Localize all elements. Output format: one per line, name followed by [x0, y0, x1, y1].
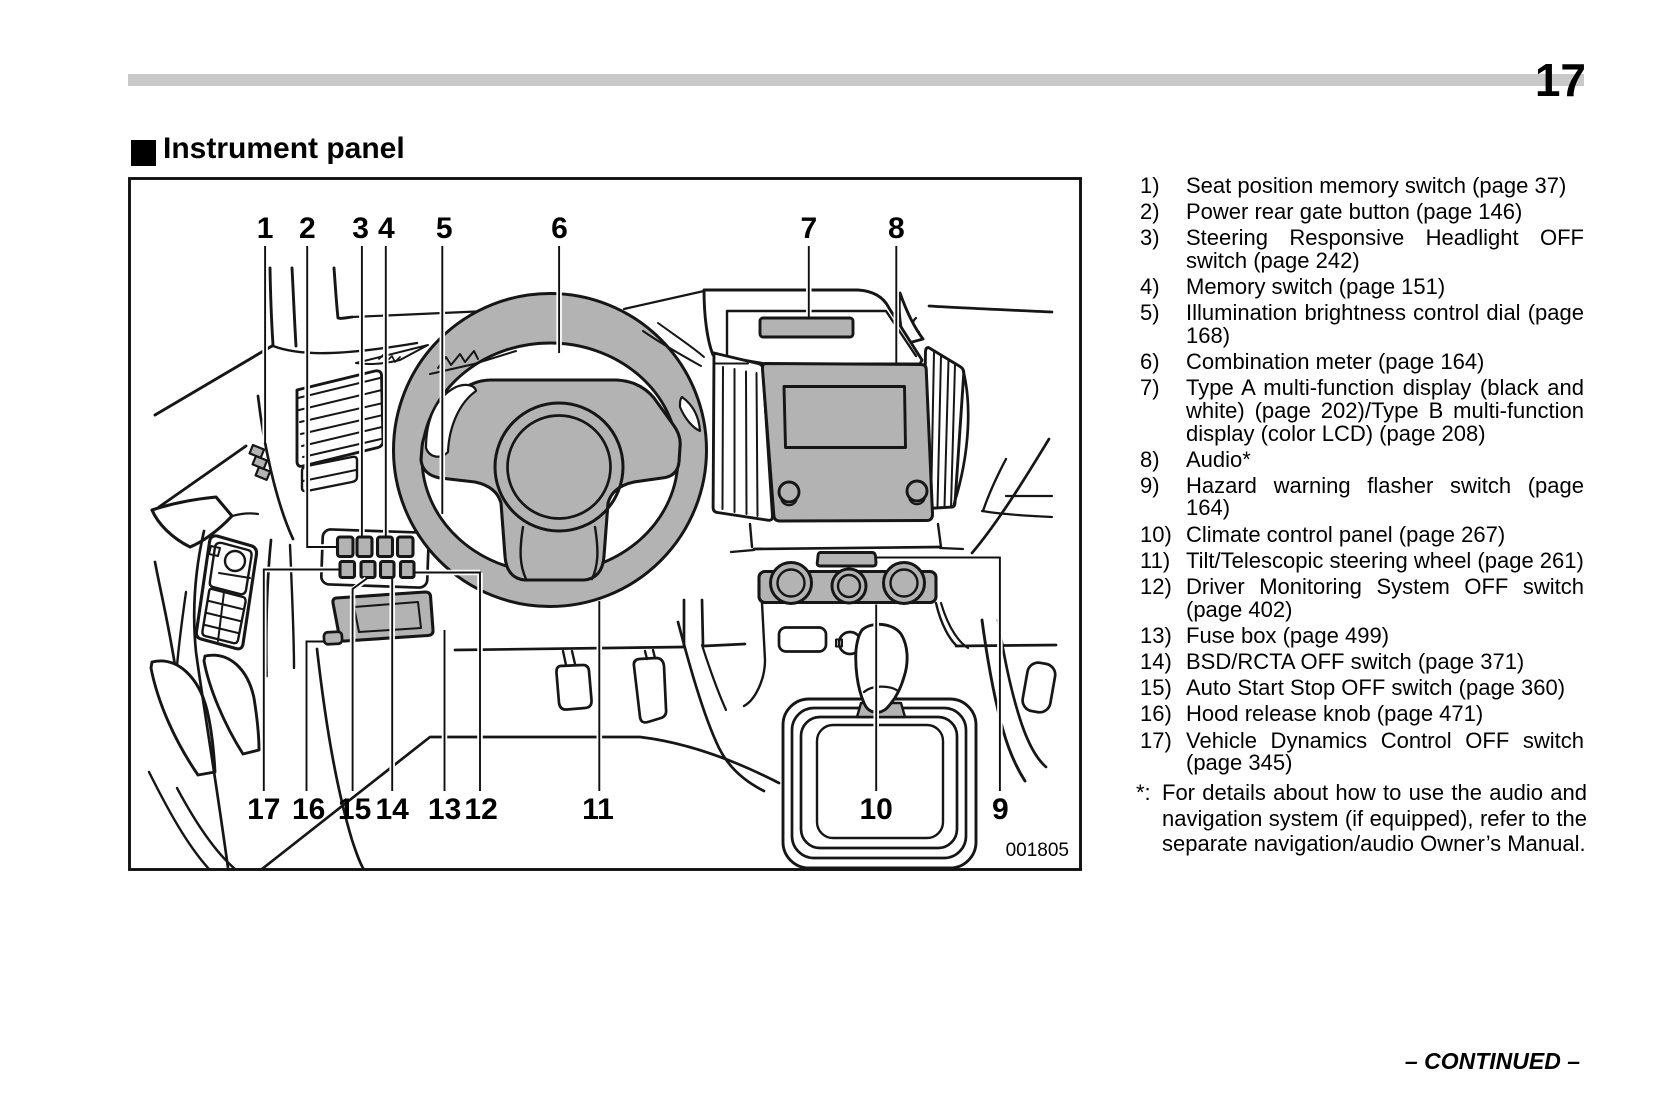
svg-text:2: 2 [299, 212, 316, 245]
svg-text:6: 6 [551, 212, 568, 245]
svg-text:13: 13 [428, 793, 461, 826]
svg-text:15: 15 [338, 793, 371, 826]
svg-text:3: 3 [352, 212, 369, 245]
svg-text:4: 4 [378, 212, 395, 245]
svg-text:9: 9 [992, 793, 1009, 826]
svg-text:8: 8 [888, 212, 905, 245]
svg-text:1: 1 [257, 212, 274, 245]
svg-text:14: 14 [376, 793, 410, 826]
svg-text:7: 7 [800, 212, 817, 245]
svg-text:001805: 001805 [1006, 840, 1069, 861]
svg-text:10: 10 [860, 793, 893, 826]
svg-text:11: 11 [582, 793, 614, 826]
svg-text:12: 12 [464, 793, 497, 826]
svg-text:5: 5 [436, 212, 453, 245]
svg-text:16: 16 [292, 793, 325, 826]
svg-text:17: 17 [247, 793, 280, 826]
